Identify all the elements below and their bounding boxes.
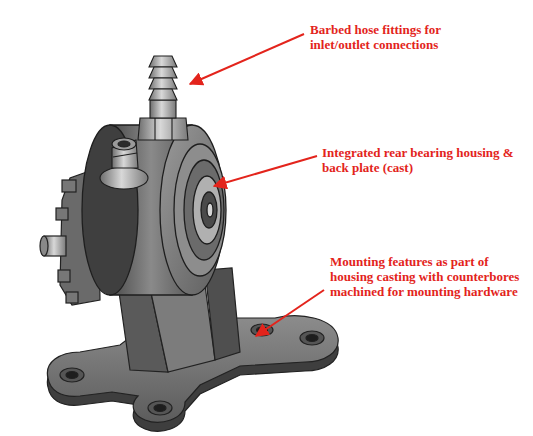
barbed-fitting-top xyxy=(138,56,188,140)
leader-arrows xyxy=(190,34,324,336)
pump-housing xyxy=(82,125,226,295)
hose-barb xyxy=(149,56,177,67)
hose-barb xyxy=(149,78,177,89)
hose-barb xyxy=(149,67,177,78)
hose-barb xyxy=(149,89,177,100)
callout-label: Barbed hose fittings for inlet/outlet co… xyxy=(310,22,490,52)
barbed-fitting-side xyxy=(100,138,148,189)
callout-label: Mounting features as part of housing cas… xyxy=(330,254,526,299)
callout-label: Integrated rear bearing housing & back p… xyxy=(322,145,527,175)
